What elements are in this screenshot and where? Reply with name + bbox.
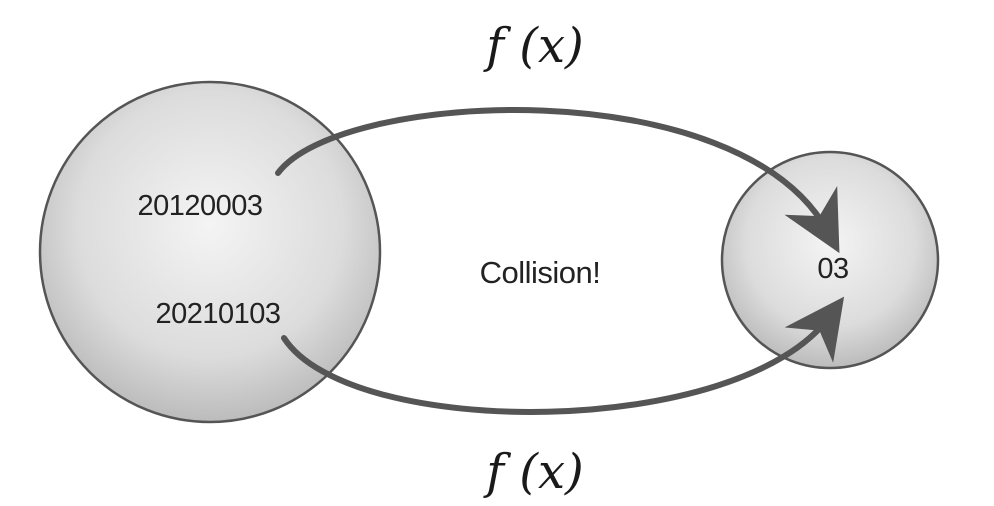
source-key-label: 20210103 (155, 298, 280, 330)
hash-value-label: 03 (817, 253, 848, 285)
top-mapping-arrow (275, 107, 840, 254)
source-key-set-circle (38, 80, 382, 424)
target-hash-set-circle (720, 150, 940, 370)
bottom-mapping-arrow (281, 296, 845, 415)
top-function-label: f (x) (483, 18, 584, 74)
bottom-function-label: f (x) (483, 444, 584, 500)
collision-label: Collision! (480, 255, 601, 290)
source-key-label: 20120003 (137, 190, 262, 222)
